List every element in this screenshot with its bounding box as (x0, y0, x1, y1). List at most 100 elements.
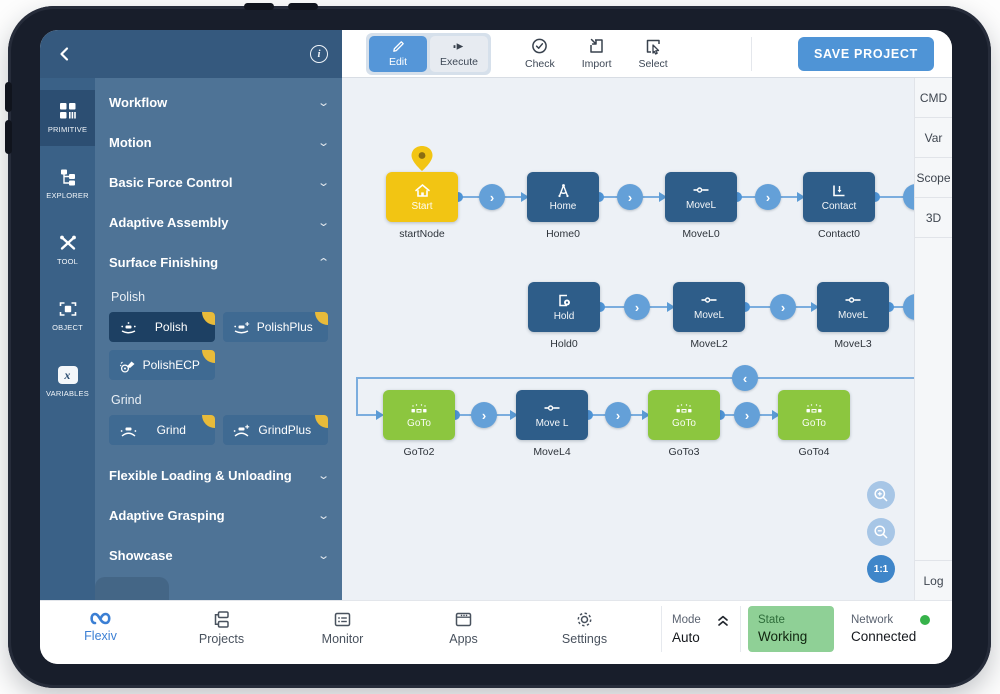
node-start[interactable]: Start (386, 172, 458, 222)
node-title: Home (549, 200, 577, 212)
info-icon[interactable]: i (310, 45, 328, 63)
node-title: Hold (553, 310, 575, 322)
section-showcase[interactable]: Showcase ⌄ (109, 535, 330, 575)
node-goto4[interactable]: GoTo (778, 390, 850, 440)
rail-item-variables[interactable]: x VARIABLES (40, 354, 95, 410)
flow-next-icon[interactable]: › (770, 294, 796, 320)
nav-item-flexiv[interactable]: Flexiv (40, 606, 161, 646)
flow-back-icon[interactable]: ‹ (732, 365, 758, 391)
flow-next-icon[interactable]: › (471, 402, 497, 428)
rail-item-tool[interactable]: TOOL (40, 222, 95, 278)
execute-label: Execute (440, 56, 478, 68)
save-project-button[interactable]: SAVE PROJECT (797, 36, 934, 71)
mode-box[interactable]: Mode Auto (661, 606, 741, 652)
flow-next-icon[interactable] (903, 184, 914, 210)
flexiv-logo-icon (89, 612, 111, 625)
back-chevron-icon (60, 47, 69, 61)
toolbar: Edit Execute (342, 30, 952, 78)
import-label: Import (581, 58, 612, 70)
section-basic-force-control[interactable]: Basic Force Control ⌄ (109, 162, 330, 202)
section-adaptive-assembly[interactable]: Adaptive Assembly ⌄ (109, 202, 330, 242)
grind-buttons: Grind GrindPlus (109, 415, 328, 445)
rail-label: PRIMITIVE (47, 125, 88, 134)
import-icon (590, 38, 603, 53)
edit-mode-button[interactable]: Edit (369, 35, 427, 72)
zoom-out-button[interactable] (867, 518, 895, 546)
state-box: State Working (748, 606, 834, 652)
section-flexible-loading[interactable]: Flexible Loading & Unloading ⌄ (109, 455, 330, 495)
nav-item-apps[interactable]: Apps (403, 606, 524, 646)
primitive-button-polishplus[interactable]: PolishPlus (222, 312, 328, 342)
flow-next-icon[interactable]: › (624, 294, 650, 320)
mode-segment-control: Edit Execute (366, 32, 491, 75)
node-contact[interactable]: Contact (803, 172, 875, 222)
tab-log[interactable]: Log (915, 560, 952, 600)
select-button[interactable]: Select (639, 37, 668, 70)
start-pin-icon (411, 146, 433, 171)
grind-plus-icon (230, 424, 254, 437)
node-label: MoveL4 (533, 446, 571, 458)
import-button[interactable]: Import (582, 37, 612, 70)
network-label: Network (851, 614, 894, 626)
section-surface-finishing[interactable]: Surface Finishing ⌃ (109, 242, 330, 282)
bottom-nav: Flexiv Projects Monitor Apps Settings (40, 606, 648, 646)
rail-item-primitive[interactable]: PRIMITIVE (40, 90, 95, 146)
node-label: startNode (399, 228, 445, 240)
flow-next-icon[interactable]: › (617, 184, 643, 210)
compass-icon (557, 183, 569, 197)
section-label: Showcase (109, 547, 173, 563)
primitive-button-polish[interactable]: Polish (109, 312, 215, 342)
section-workflow[interactable]: Workflow ⌄ (109, 82, 330, 122)
flow-next-icon[interactable] (903, 294, 914, 320)
primitive-button-grindplus[interactable]: GrindPlus (222, 415, 328, 445)
node-label: MoveL0 (682, 228, 720, 240)
check-label: Check (525, 58, 555, 70)
zoom-reset-button[interactable]: 1:1 (867, 555, 895, 583)
primitive-button-polishecp[interactable]: PolishECP (109, 350, 215, 380)
workflow-canvas[interactable]: Start startNode Home Home0 MoveL MoveL0 … (342, 78, 914, 600)
chevron-down-icon: ⌄ (316, 549, 330, 562)
tab-var[interactable]: Var (915, 118, 952, 158)
node-home[interactable]: Home (527, 172, 599, 222)
execute-mode-button[interactable]: Execute (430, 35, 488, 72)
polish-ecp-icon (116, 358, 140, 373)
back-button[interactable] (52, 41, 78, 67)
chevron-down-icon: ⌄ (316, 216, 330, 229)
section-motion[interactable]: Motion ⌄ (109, 122, 330, 162)
flow-next-icon[interactable]: › (755, 184, 781, 210)
bottom-bar: Flexiv Projects Monitor Apps Settings (40, 600, 952, 664)
node-title: Start (411, 200, 433, 212)
flow-next-icon[interactable]: › (479, 184, 505, 210)
primitive-grid-icon (59, 103, 76, 119)
node-hold[interactable]: Hold (528, 282, 600, 332)
nav-item-projects[interactable]: Projects (161, 606, 282, 646)
node-goto3[interactable]: GoTo (648, 390, 720, 440)
rail-label: EXPLORER (46, 191, 89, 200)
nav-item-settings[interactable]: Settings (524, 606, 645, 646)
rail-item-explorer[interactable]: EXPLORER (40, 156, 95, 212)
node-movel3[interactable]: MoveL (817, 282, 889, 332)
flow-next-icon[interactable]: › (605, 402, 631, 428)
section-adaptive-grasping[interactable]: Adaptive Grasping ⌄ (109, 495, 330, 535)
node-movel4[interactable]: Move L (516, 390, 588, 440)
node-goto2[interactable]: GoTo (383, 390, 455, 440)
rail-item-object[interactable]: OBJECT (40, 288, 95, 344)
zoom-in-button[interactable] (867, 481, 895, 509)
power-button (244, 3, 274, 10)
tab-scope[interactable]: Scope (915, 158, 952, 198)
node-movel2[interactable]: MoveL (673, 282, 745, 332)
node-title: MoveL (693, 310, 724, 321)
node-movel[interactable]: MoveL (665, 172, 737, 222)
tab-3d[interactable]: 3D (915, 198, 952, 238)
flow-next-icon[interactable]: › (734, 402, 760, 428)
rail-label: VARIABLES (46, 389, 89, 398)
node-label: Home0 (546, 228, 580, 240)
polish-plus-icon (230, 321, 254, 334)
primitive-button-grind[interactable]: Grind (109, 415, 215, 445)
tab-cmd[interactable]: CMD (915, 78, 952, 118)
top-row: i Edit Execute (40, 30, 952, 78)
nav-item-monitor[interactable]: Monitor (282, 606, 403, 646)
move-line-icon (693, 187, 709, 193)
check-button[interactable]: Check (525, 37, 555, 70)
nav-label: Settings (561, 632, 608, 646)
